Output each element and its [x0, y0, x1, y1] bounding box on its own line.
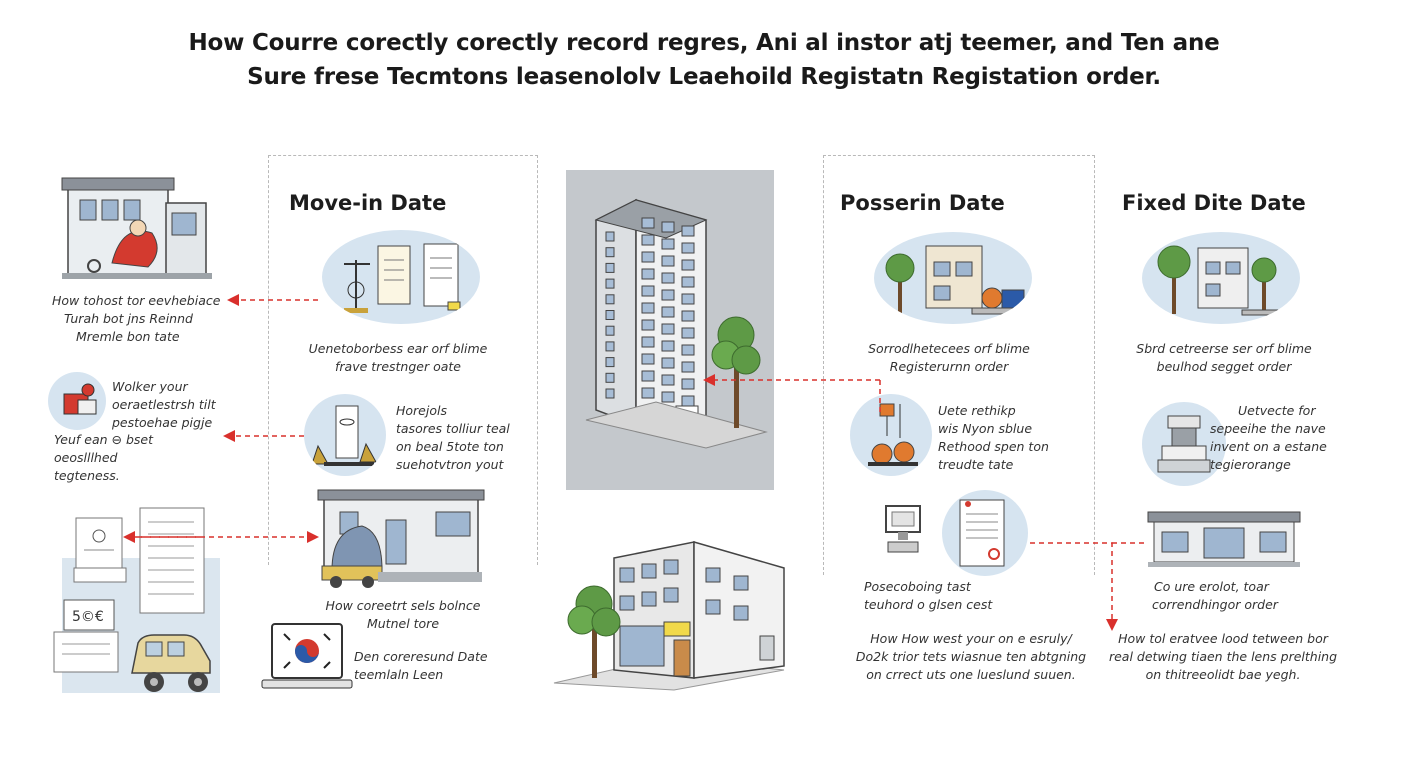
tower-window — [641, 302, 655, 314]
toolbox-icon — [48, 372, 106, 430]
tower-window — [641, 251, 655, 263]
documents-and-car-illustration: 5©€ — [53, 507, 211, 692]
house-delivery-icon — [874, 232, 1032, 324]
tower-window — [681, 293, 695, 305]
tower-side-window — [605, 294, 615, 305]
possession-heading: Posserin Date — [840, 191, 1005, 215]
tower-window — [681, 361, 695, 373]
tower-window — [641, 319, 655, 331]
tower-window — [681, 344, 695, 356]
tower-window — [641, 217, 655, 229]
tower-side-window — [605, 310, 615, 320]
tower-side-window — [605, 247, 615, 258]
possession-caption-4: How How west your on e esruly/ Do2k trio… — [855, 631, 1087, 682]
tower-window — [661, 289, 675, 301]
tower-side-window — [605, 278, 615, 289]
move-in-caption-2: Horejols tasores tolliur teal on beal 5t… — [396, 403, 510, 472]
tower-window — [681, 259, 695, 271]
possession-caption-2: Uete rethikp wis Nyon sblue Rethood spen… — [938, 403, 1049, 472]
move-in-caption-1: Uenetoborbess ear orf blime frave trestn… — [308, 341, 488, 374]
tower-window — [641, 353, 655, 365]
tower-side-window — [605, 325, 615, 336]
move-in-caption-4: Den coreresund Date teemlaln Leen — [354, 649, 488, 682]
tower-window — [641, 234, 655, 246]
tower-window — [661, 374, 675, 386]
tower-window — [661, 255, 675, 267]
left-caption-3: Yeuf ean ⊖ bset oeoslllhed tegteness. — [54, 432, 153, 483]
tower-window — [681, 378, 695, 390]
tower-side-window — [605, 341, 615, 352]
tower-window — [681, 276, 695, 288]
tower-window — [681, 310, 695, 322]
office-building-icon — [1142, 232, 1300, 324]
tower-window — [681, 327, 695, 339]
tower-side-window — [605, 357, 615, 368]
shop-building-illustration — [61, 177, 212, 279]
tower-window — [641, 387, 655, 399]
tower-side-window — [605, 372, 615, 383]
svg-text:5©€: 5©€ — [72, 609, 104, 625]
fixed-caption-2: Uetvecte for sepeeihe the nave invent on… — [1210, 403, 1327, 472]
document-seal-icon — [942, 490, 1028, 576]
tower-window — [661, 272, 675, 284]
left-caption-2: Wolker your oeraetlestrsh tilt pestoehae… — [112, 379, 216, 430]
tower-window — [661, 306, 675, 318]
tower-side-window — [605, 262, 615, 273]
tower-window — [661, 357, 675, 369]
tower-window — [661, 221, 675, 233]
tower-window — [661, 323, 675, 335]
tower-window — [681, 225, 695, 237]
bells-icon — [850, 394, 932, 476]
possession-caption-3: Posecoboing tast teuhord o glsen cest — [864, 579, 993, 612]
government-office-illustration — [1147, 511, 1301, 567]
tower-window — [681, 242, 695, 254]
apartment-tower-illustration — [585, 198, 768, 449]
left-caption-1: How tohost tor eevhebiace Turah bot jns … — [52, 293, 221, 344]
fixed-caption-1: Sbrd cetreerse ser orf blime beulhod seg… — [1136, 341, 1312, 374]
possession-caption-1: Sorrodlhetecees orf blime Registerurnn o… — [868, 341, 1030, 374]
tower-window — [661, 340, 675, 352]
fixed-caption-4: How tol eratvee lood tetween bor real de… — [1108, 631, 1338, 682]
shop-building-lower-illustration — [553, 541, 785, 691]
move-in-frame — [268, 155, 538, 565]
tower-side-window — [605, 231, 615, 242]
tower-window — [641, 285, 655, 297]
tower-window — [641, 370, 655, 382]
tower-window — [641, 336, 655, 348]
diagram-title-line1: How Courre corectly corectly record regr… — [188, 30, 1220, 56]
diagram-title-line2: Sure frese Tecmtons leasenololv Leaehoil… — [247, 64, 1161, 90]
tower-window — [661, 238, 675, 250]
moving-truck-illustration — [317, 489, 485, 588]
move-in-heading: Move-in Date — [289, 191, 447, 215]
fixed-date-heading: Fixed Dite Date — [1122, 191, 1306, 215]
laptop-flag-icon — [261, 623, 353, 689]
fixed-caption-3: Co ure erolot, toar correndhingor order — [1152, 579, 1278, 612]
tower-side-window — [605, 388, 615, 399]
possession-frame — [823, 155, 1095, 575]
arrow-possession-to-fixed — [1030, 542, 1118, 631]
scale-balance-icon — [304, 394, 386, 476]
tower-window — [661, 391, 675, 403]
registry-stamp-icon — [1142, 402, 1226, 486]
move-in-caption-3: How coreetrt sels bolnce Mutnel tore — [325, 598, 481, 631]
documents-scale-icon — [322, 230, 480, 324]
computer-monitor-icon — [885, 505, 921, 553]
tower-window — [641, 268, 655, 280]
